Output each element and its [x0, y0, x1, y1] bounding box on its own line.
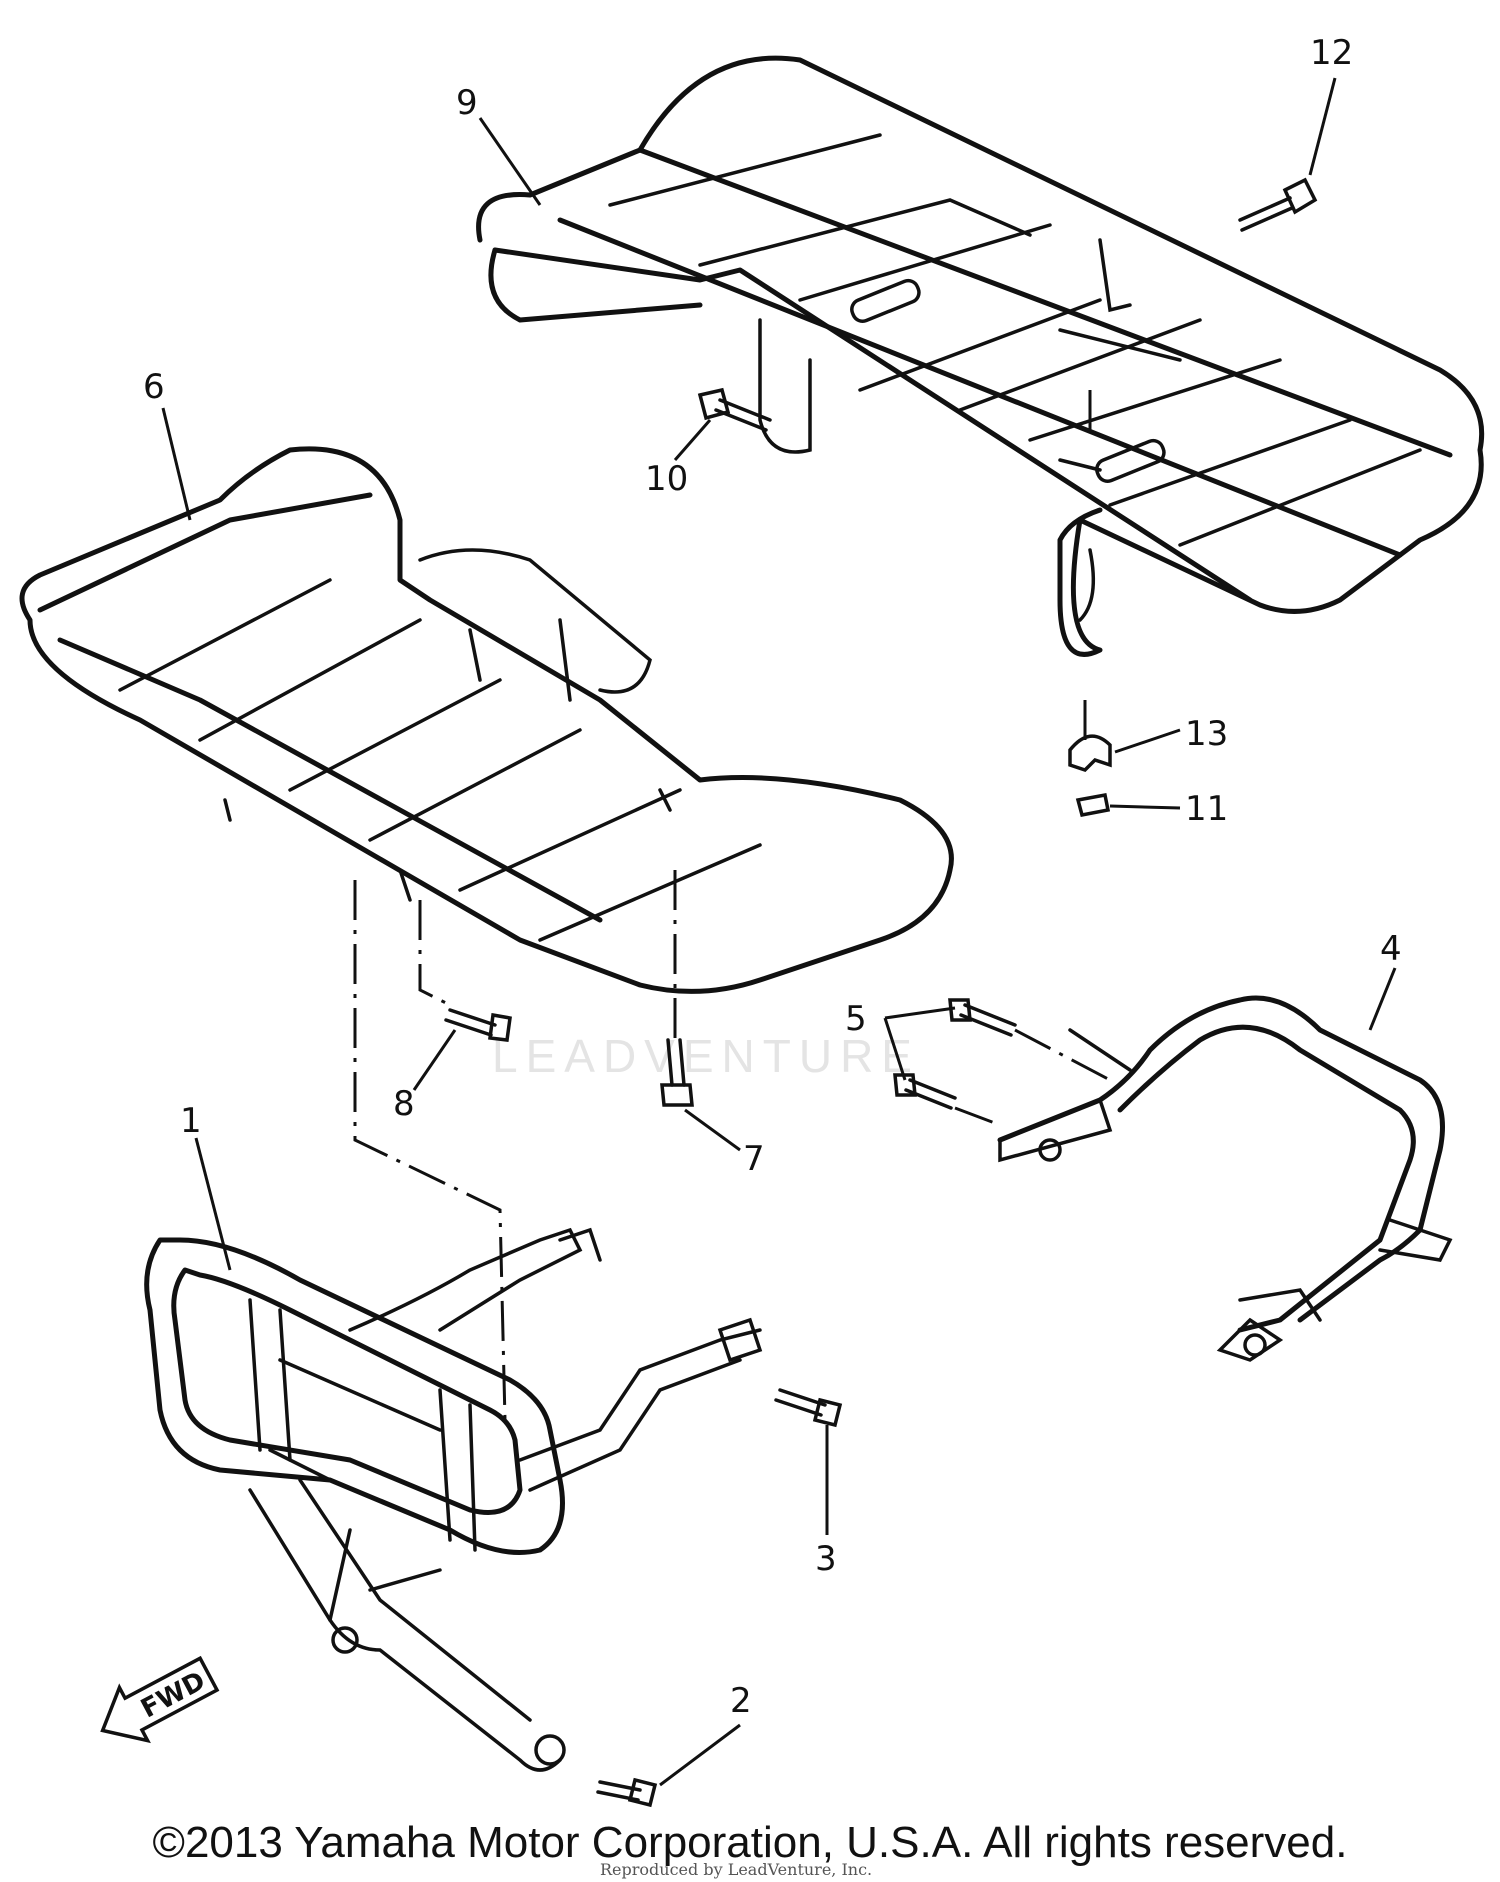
label-3: 3 [815, 1539, 837, 1579]
front-carrier [19, 446, 954, 994]
rear-carrier [476, 55, 1485, 657]
label-8: 8 [393, 1084, 415, 1124]
bolt-2 [596, 1777, 658, 1808]
label-4: 4 [1380, 929, 1402, 969]
fwd-arrow: FWD [100, 1655, 220, 1744]
alignment-lines [353, 390, 1111, 1421]
label-11: 11 [1185, 789, 1228, 829]
bolt-3 [774, 1388, 843, 1428]
label-2: 2 [730, 1681, 752, 1721]
bolt-8 [444, 1008, 512, 1042]
part-labels: 1 2 3 4 5 6 7 8 9 10 11 12 13 [143, 33, 1402, 1721]
copyright-notice: ©2013 Yamaha Motor Corporation, U.S.A. A… [152, 1818, 1348, 1867]
bolt-12 [1238, 177, 1318, 232]
clip-13 [1068, 734, 1112, 773]
watermark: LEADVENTURE [492, 1030, 920, 1082]
label-1: 1 [180, 1101, 202, 1141]
label-13: 13 [1185, 714, 1228, 754]
label-7: 7 [743, 1139, 765, 1179]
nut-11 [1075, 792, 1111, 818]
bolt-10 [697, 387, 772, 432]
rear-guard [997, 995, 1453, 1362]
reproduced-by-notice: Reproduced by LeadVenture, Inc. [600, 1860, 873, 1879]
bolt-7 [660, 1038, 694, 1107]
label-12: 12 [1310, 33, 1353, 73]
bolts-5 [893, 998, 1017, 1110]
label-10: 10 [645, 459, 688, 499]
fwd-label: FWD [136, 1666, 210, 1724]
leader-lines [161, 77, 1397, 1787]
label-5: 5 [845, 999, 867, 1039]
label-9: 9 [456, 83, 478, 123]
label-6: 6 [143, 367, 165, 407]
front-bumper [144, 1227, 763, 1772]
